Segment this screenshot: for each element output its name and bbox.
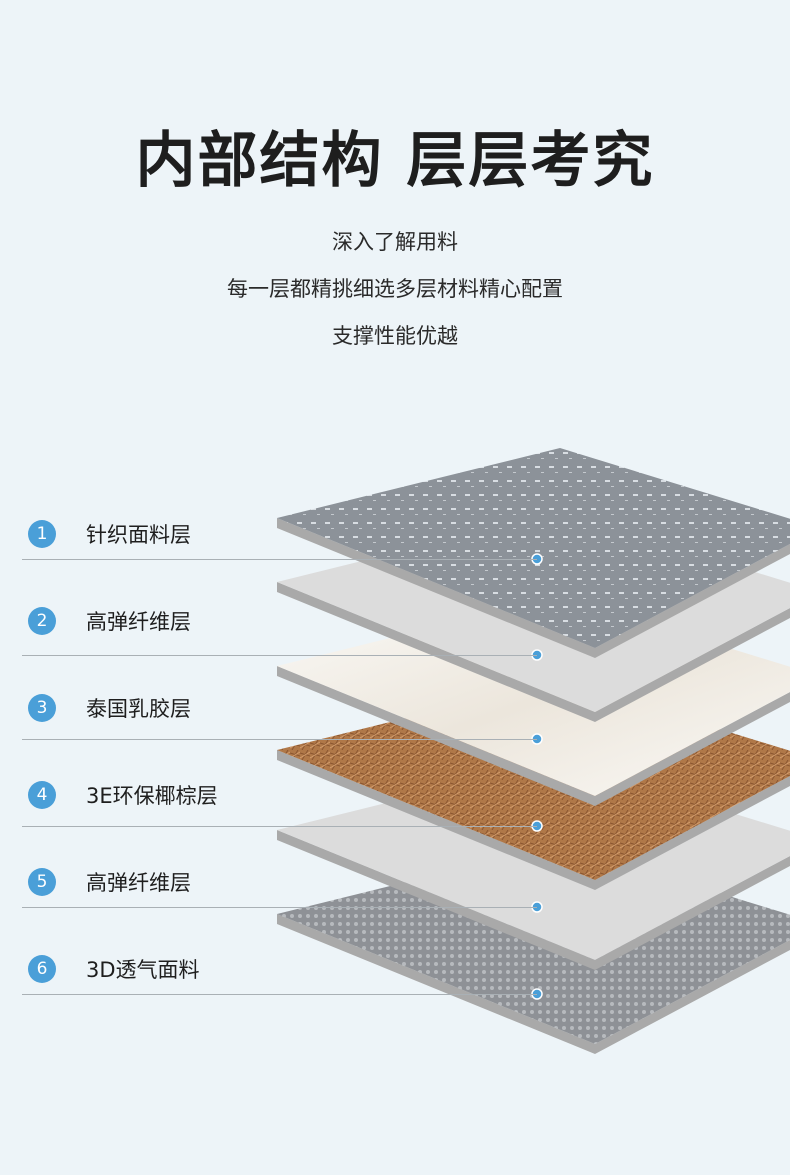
layer-label-2: 2 高弹纤维层: [28, 606, 191, 636]
layer-label-text: 3D透气面料: [86, 958, 200, 982]
layer-1-surface: [277, 448, 790, 648]
layer-leader-line: [22, 559, 537, 560]
layer-label-text: 泰国乳胶层: [86, 697, 191, 721]
layer-edge: [277, 666, 790, 806]
subtitle-line-3: 支撑性能优越: [332, 324, 458, 348]
layer-leader-line: [22, 994, 537, 995]
layer-edge: [277, 750, 790, 890]
layer-edge: [277, 914, 790, 1054]
layer-label-5: 5 高弹纤维层: [28, 867, 191, 897]
layer-leader-line: [22, 826, 537, 827]
layer-label-text: 3E环保椰棕层: [86, 784, 218, 808]
layer-label-text: 高弹纤维层: [86, 610, 191, 634]
layer-label-4: 4 3E环保椰棕层: [28, 780, 218, 810]
layer-leader-line: [22, 907, 537, 908]
layer-label-3: 3 泰国乳胶层: [28, 693, 191, 723]
layer-label-1: 1 针织面料层: [28, 519, 191, 549]
subtitle-line-1: 深入了解用料: [332, 230, 458, 254]
layer-edge: [277, 518, 790, 658]
layer-leader-line: [22, 739, 537, 740]
layer-leader-line: [22, 655, 537, 656]
subtitle-line-2: 每一层都精挑细选多层材料精心配置: [227, 277, 563, 301]
layer-edge: [277, 830, 790, 970]
layer-label-text: 针织面料层: [86, 523, 191, 547]
layer-number-badge: 5: [28, 868, 56, 896]
layer-label-text: 高弹纤维层: [86, 871, 191, 895]
layer-edge: [277, 582, 790, 722]
layer-number-badge: 6: [28, 955, 56, 983]
layer-number-badge: 3: [28, 694, 56, 722]
layer-number-badge: 1: [28, 520, 56, 548]
page-title: 内部结构 层层考究: [135, 126, 655, 196]
layer-label-6: 6 3D透气面料: [28, 954, 200, 984]
layer-number-badge: 4: [28, 781, 56, 809]
layer-number-badge: 2: [28, 607, 56, 635]
